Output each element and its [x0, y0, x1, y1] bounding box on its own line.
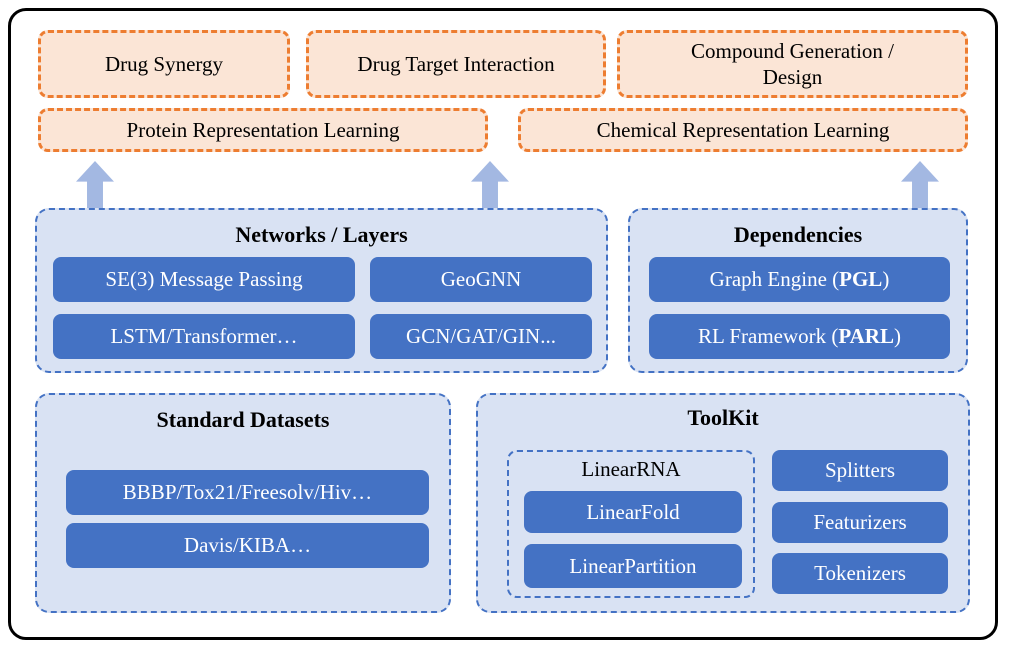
- compound-generation-line2: Design: [762, 65, 823, 89]
- pill-bbbp-tox21-freesolv-hiv-label: BBBP/Tox21/Freesolv/Hiv…: [122, 480, 373, 504]
- pill-featurizers-label: Featurizers: [813, 510, 907, 534]
- pill-rl-framework-parl: RL Framework (PARL): [649, 314, 950, 359]
- panel-networks-layers-title: Networks / Layers: [235, 222, 408, 247]
- panel-standard-datasets-title: Standard Datasets: [156, 407, 330, 432]
- pill-se3-message-passing: SE(3) Message Passing: [53, 257, 355, 302]
- pill-geognn: GeoGNN: [370, 257, 592, 302]
- pill-splitters-label: Splitters: [824, 458, 895, 482]
- pill-davis-kiba: Davis/KIBA…: [66, 523, 429, 568]
- box-chemical-representation-label: Chemical Representation Learning: [596, 118, 890, 142]
- pill-se3-message-passing-label: SE(3) Message Passing: [105, 267, 303, 291]
- graph-engine-bold: PGL: [839, 267, 883, 291]
- box-compound-generation-design: Compound Generation / Design: [617, 30, 968, 98]
- rl-framework-bold: PARL: [838, 324, 894, 348]
- box-drug-synergy-label: Drug Synergy: [104, 52, 224, 76]
- rl-framework-post: ): [893, 324, 901, 348]
- box-chemical-representation-learning: Chemical Representation Learning: [518, 108, 968, 152]
- panel-toolkit: ToolKit LinearRNA LinearFold LinearParti…: [476, 393, 970, 613]
- pill-linearfold-label: LinearFold: [586, 499, 680, 524]
- panel-standard-datasets: Standard Datasets BBBP/Tox21/Freesolv/Hi…: [35, 393, 451, 613]
- pill-rl-framework-parl-label: RL Framework (PARL): [698, 324, 901, 349]
- box-drug-target-interaction: Drug Target Interaction: [306, 30, 606, 98]
- pill-tokenizers: Tokenizers: [772, 553, 948, 594]
- pill-lstm-transformer: LSTM/Transformer…: [53, 314, 355, 359]
- pill-graph-engine-pgl: Graph Engine (PGL): [649, 257, 950, 302]
- compound-generation-line1: Compound Generation /: [691, 39, 894, 63]
- pill-tokenizers-label: Tokenizers: [814, 561, 906, 585]
- pill-gcn-gat-gin: GCN/GAT/GIN...: [370, 314, 592, 359]
- pill-geognn-label: GeoGNN: [440, 267, 522, 291]
- pill-linearpartition-label: LinearPartition: [569, 553, 697, 578]
- graph-engine-post: ): [882, 267, 890, 291]
- pill-splitters: Splitters: [772, 450, 948, 491]
- pill-featurizers: Featurizers: [772, 502, 948, 543]
- subpanel-linear-rna-label: LinearRNA: [581, 457, 681, 481]
- pill-gcn-gat-gin-label: GCN/GAT/GIN...: [406, 324, 556, 348]
- box-compound-generation-design-label: Compound Generation / Design: [691, 38, 894, 90]
- pill-linearpartition: LinearPartition: [524, 544, 742, 588]
- graph-engine-pre: Graph Engine (: [709, 267, 840, 291]
- box-protein-representation-learning: Protein Representation Learning: [38, 108, 488, 152]
- rl-framework-pre: RL Framework (: [698, 324, 839, 348]
- pill-davis-kiba-label: Davis/KIBA…: [183, 533, 312, 557]
- panel-toolkit-title: ToolKit: [687, 405, 759, 430]
- panel-dependencies: Dependencies Graph Engine (PGL) RL Frame…: [628, 208, 968, 373]
- panel-dependencies-title: Dependencies: [733, 222, 863, 247]
- panel-networks-layers: Networks / Layers SE(3) Message Passing …: [35, 208, 608, 373]
- box-drug-synergy: Drug Synergy: [38, 30, 290, 98]
- subpanel-linear-rna: LinearRNA LinearFold LinearPartition: [507, 450, 755, 598]
- pill-linearfold: LinearFold: [524, 491, 742, 533]
- box-protein-representation-label: Protein Representation Learning: [126, 118, 400, 142]
- pill-lstm-transformer-label: LSTM/Transformer…: [110, 324, 298, 348]
- pill-graph-engine-pgl-label: Graph Engine (PGL): [710, 267, 890, 292]
- box-drug-target-interaction-label: Drug Target Interaction: [357, 52, 555, 76]
- pill-bbbp-tox21-freesolv-hiv: BBBP/Tox21/Freesolv/Hiv…: [66, 470, 429, 515]
